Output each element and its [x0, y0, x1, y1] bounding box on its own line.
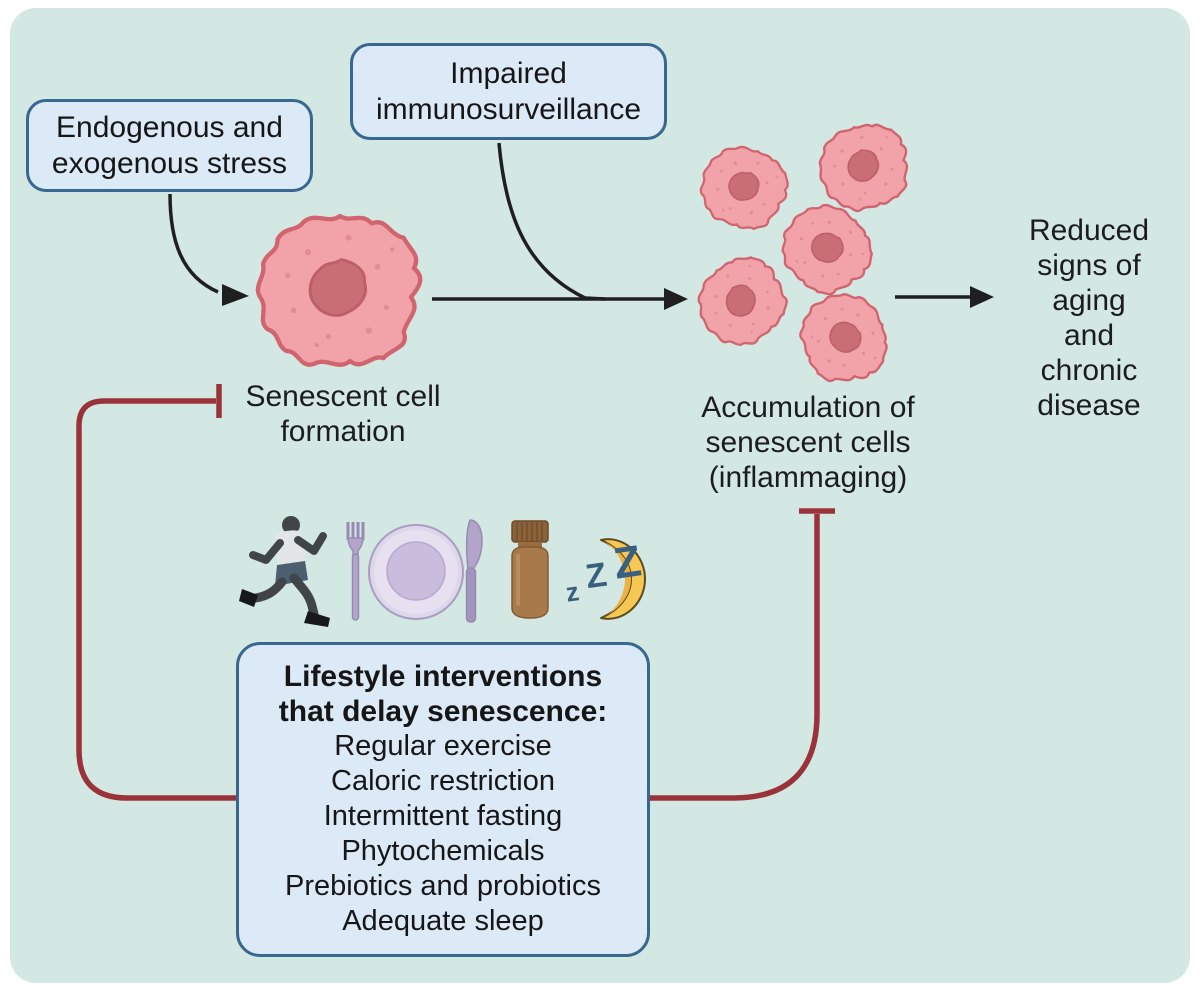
stress-box: Endogenous and exogenous stress [26, 99, 313, 192]
fork-plate-knife-icon [346, 519, 483, 623]
stress-arrow [168, 193, 249, 306]
fork-icon [346, 522, 365, 621]
senescent-cell-formation-label: Senescent cell formation [245, 380, 441, 448]
senescent-cell-icon [809, 114, 920, 220]
immunosurveillance-curve [497, 142, 606, 301]
lifestyle-item: Prebiotics and probiotics [285, 870, 601, 902]
senescent-cell-icon [689, 135, 799, 240]
lifestyle-item: Adequate sleep [342, 905, 544, 937]
impaired-immunosurveillance-box: Impaired immunosurveillance [350, 43, 667, 140]
lifestyle-item: Phytochemicals [341, 835, 545, 867]
accumulation-label: Accumulation of senescent cells (inflamm… [701, 391, 915, 494]
reduced-signs-label: Reduced signs of aging and chronic disea… [1028, 214, 1150, 422]
lifestyle-item: Caloric restriction [331, 765, 555, 797]
senescent-cell-cluster [681, 114, 920, 395]
inhibition-line-left [76, 384, 236, 801]
senescent-cell-icon [789, 281, 899, 395]
supplement-bottle-icon [511, 520, 549, 619]
senescent-cell-icon [258, 216, 420, 365]
lifestyle-box-title: Lifestyle interventions that delay senes… [278, 660, 608, 728]
sleep-z-glyph: Z [583, 556, 609, 597]
lifestyle-item: Intermittent fasting [323, 800, 563, 832]
plate-icon [368, 524, 464, 620]
sleep-z-glyph: Z [611, 536, 644, 588]
accumulation-arrow [895, 286, 994, 308]
knife-icon [465, 519, 483, 623]
formation-arrow [432, 288, 688, 310]
lifestyle-interventions-box: Lifestyle interventions that delay senes… [236, 642, 650, 957]
sleep-z-glyph: z [564, 576, 581, 608]
inhibition-line-right [650, 508, 835, 801]
running-person-icon [239, 516, 330, 627]
senescent-cell-icon [681, 241, 803, 362]
sleeping-moon-icon: z Z Z [564, 536, 646, 620]
lifestyle-item: Regular exercise [334, 730, 552, 762]
